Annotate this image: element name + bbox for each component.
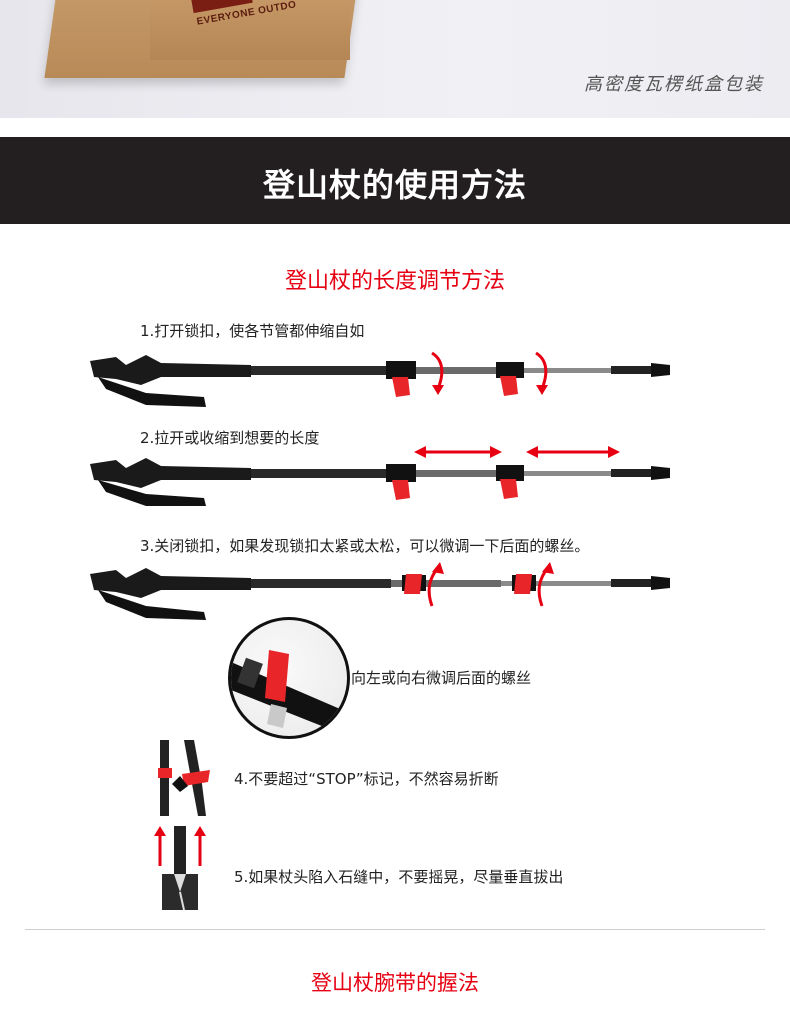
- screw-detail-circle: [228, 617, 350, 739]
- stop-mark-icon: [158, 740, 210, 816]
- pole-step-3: [90, 562, 670, 620]
- pole-step-1: [90, 351, 670, 407]
- screw-detail-image: [231, 650, 347, 736]
- step-3-label: 3.关闭锁扣，如果发现锁扣太紧或太松，可以微调一下后面的螺丝。: [140, 537, 590, 555]
- banner-title: 登山杖的使用方法: [262, 166, 527, 204]
- screw-adjust-label: 向左或向右微调后面的螺丝: [351, 669, 532, 687]
- stuck-tip-icon: [154, 826, 206, 910]
- section-divider: [25, 929, 765, 930]
- strap-section-title: 登山杖腕带的握法: [311, 971, 479, 995]
- step-4-label: 4.不要超过“STOP”标记，不然容易折断: [234, 770, 499, 788]
- cardboard-box-front: [150, 0, 350, 60]
- step-5-label: 5.如果杖头陷入石缝中，不要摇晃，尽量垂直拔出: [234, 868, 564, 886]
- packaging-photo: EVERYONE OUTDO 高密度瓦楞纸盒包装: [0, 0, 790, 118]
- packaging-caption: 高密度瓦楞纸盒包装: [584, 74, 764, 95]
- step-1-label: 1.打开锁扣，使各节管都伸缩自如: [140, 322, 365, 340]
- usage-banner: 登山杖的使用方法: [0, 137, 790, 224]
- adjust-section-title: 登山杖的长度调节方法: [284, 269, 505, 294]
- step-2-label: 2.拉开或收缩到想要的长度: [140, 429, 320, 447]
- pole-step-2: [90, 446, 670, 506]
